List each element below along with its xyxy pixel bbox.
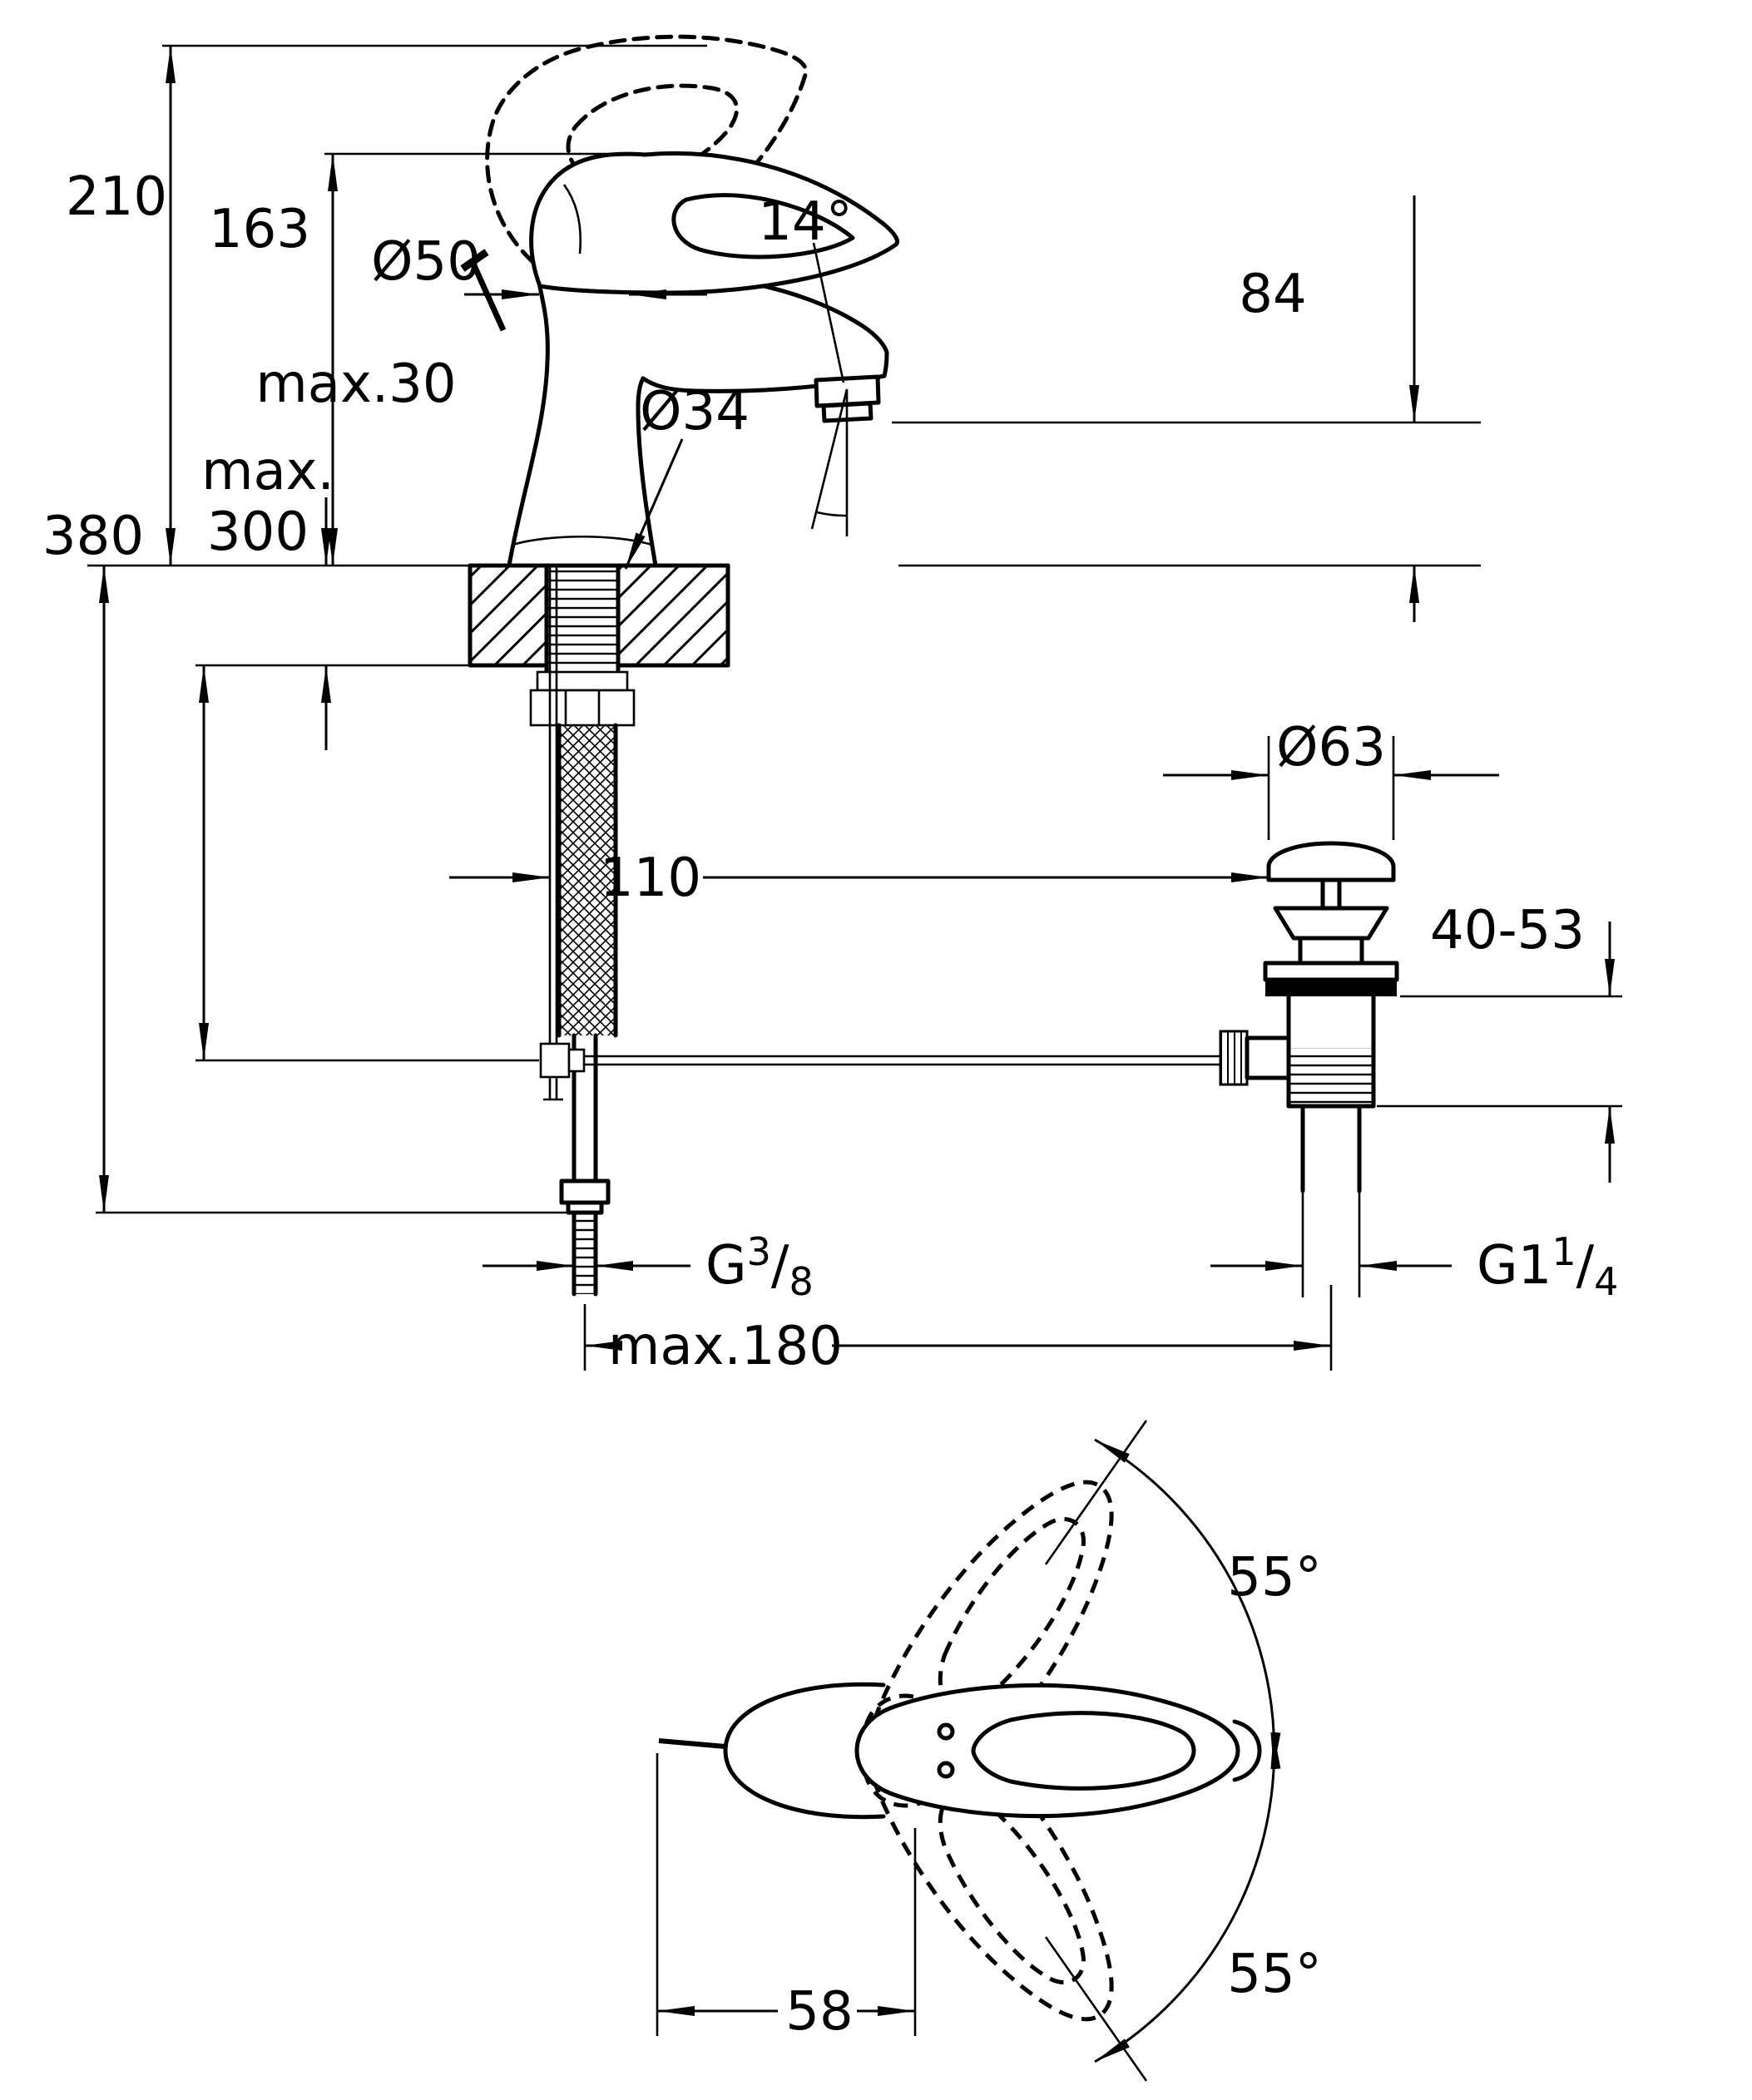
swing-arcs (1044, 1420, 1281, 2082)
pull-rod-knob (470, 262, 507, 332)
label-overall-height: 210 (66, 166, 167, 228)
dim-58-lines (656, 1753, 917, 2036)
label-handle-height: 163 (209, 199, 310, 260)
label-deck-thickness: max.30 (255, 353, 456, 415)
label-body-diameter: Ø50 (371, 231, 481, 293)
waste-flange (1263, 961, 1399, 982)
label-hole-diameter: Ø34 (640, 381, 750, 442)
label-total-below-height: 380 (42, 506, 144, 567)
label-spout-height: 84 (1239, 264, 1306, 325)
label-waste-diameter: Ø63 (1276, 717, 1386, 778)
dimension-lines-side (87, 44, 1622, 1371)
label-spout-angle: 14° (758, 191, 852, 253)
flexible-supply-hose (557, 723, 618, 1297)
spout-tip-top (1232, 1719, 1262, 1782)
waste-adjuster-knob (1219, 1030, 1249, 1086)
hose-connector-nut (559, 1178, 611, 1205)
label-swing-lower: 55° (1227, 1944, 1321, 2005)
label-waste-thread: G11/4 (1477, 1229, 1618, 1304)
top-view (656, 1420, 1281, 2082)
pop-up-rod (539, 566, 1220, 1101)
countertop-deck (468, 563, 730, 668)
pull-rod-top (658, 1738, 726, 1749)
waste-stopper (1266, 841, 1396, 882)
label-swing-upper: 55° (1227, 1547, 1321, 1608)
label-handle-offset: 58 (785, 1981, 853, 2043)
label-max-spacing: max.180 (608, 1316, 843, 1377)
label-hose-max: max. (201, 441, 334, 502)
label-rod-to-waste: 110 (600, 847, 701, 909)
label-hose-max-value: 300 (207, 502, 309, 563)
waste-seal (1265, 980, 1397, 996)
label-waste-deck-thickness: 40-53 (1430, 900, 1585, 961)
faucet-body-top (723, 1682, 886, 1820)
threaded-shank (529, 563, 636, 727)
handle-lever (529, 151, 899, 295)
label-supply-thread: G3/8 (705, 1229, 814, 1304)
waste-lever-boss (1245, 1035, 1291, 1080)
rod-joint (539, 1042, 571, 1079)
handle-top-closed (857, 1685, 1238, 1816)
pop-up-waste-assembly (1219, 841, 1399, 1193)
